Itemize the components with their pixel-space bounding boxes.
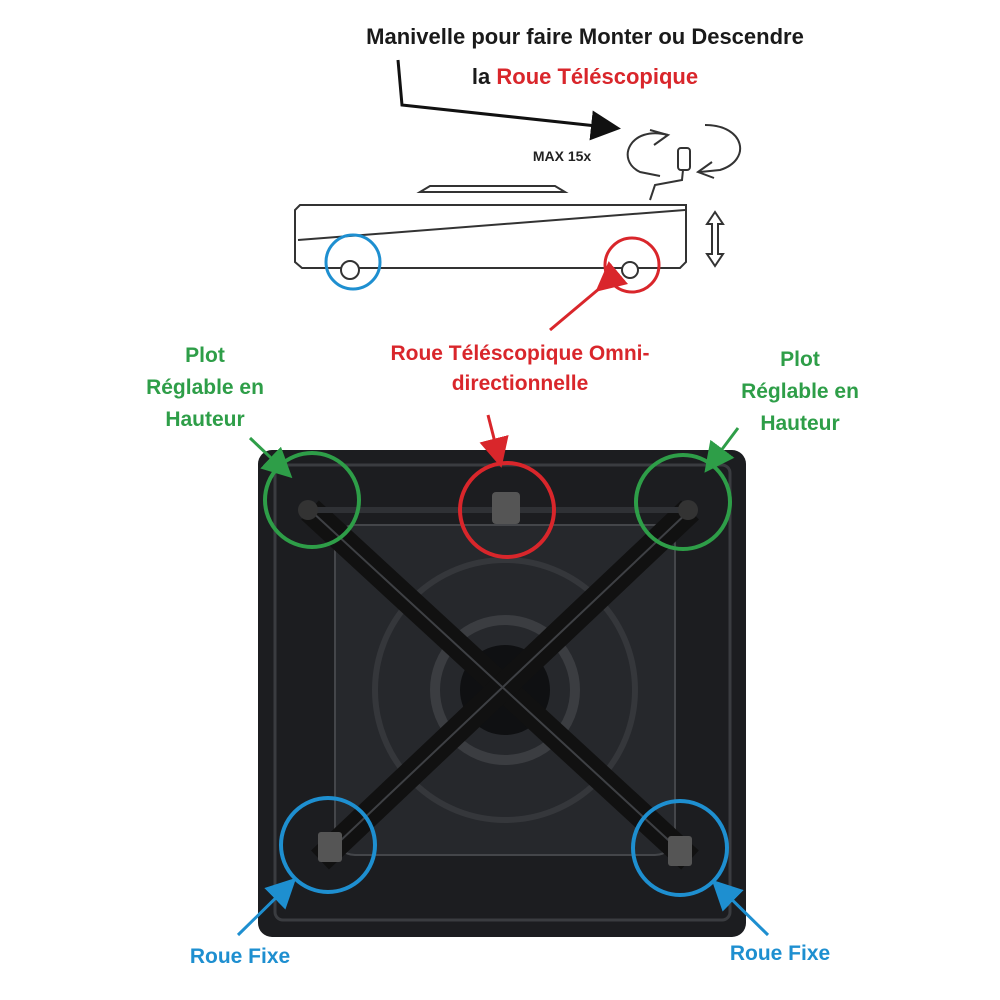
right-fixed-wheel-highlight xyxy=(631,799,729,897)
right-fixed-wheel-label: Roue Fixe xyxy=(729,942,831,965)
crank-pointer-arrow xyxy=(396,59,621,141)
center-wheel-pointer xyxy=(479,414,509,468)
left-plot-label-line: Hauteur xyxy=(165,408,245,431)
left-plot-label-line: Réglable en xyxy=(146,376,264,399)
side-fixed-wheel-highlight xyxy=(324,233,382,291)
right-plot-highlight xyxy=(634,453,732,551)
center-wheel-label-line-2: directionnelle xyxy=(451,372,589,395)
left-plot-pointer xyxy=(248,436,293,479)
right-plot-label: Plot Réglable en Hauteur xyxy=(741,344,859,440)
right-plot-label-line: Hauteur xyxy=(760,412,840,435)
max-turns-label: MAX 15x xyxy=(532,148,592,164)
left-plot-label: Plot Réglable en Hauteur xyxy=(146,340,264,436)
header-line-1: Manivelle pour faire Monter ou Descendre xyxy=(366,24,804,49)
base-bottom-view xyxy=(258,450,746,937)
side-view-base xyxy=(294,147,691,280)
right-plot-label-line: Plot xyxy=(780,348,820,371)
left-fixed-wheel-pointer xyxy=(236,877,297,937)
height-adjust-arrow-icon xyxy=(705,210,725,268)
left-plot-label-line: Plot xyxy=(185,344,225,367)
right-plot-pointer xyxy=(704,427,740,473)
header-line-2-prefix: la xyxy=(471,64,491,89)
left-plot-highlight xyxy=(263,451,361,549)
left-fixed-wheel-highlight xyxy=(279,796,377,894)
right-fixed-wheel-pointer xyxy=(711,879,770,937)
header-line-2: la Roue Téléscopique xyxy=(472,64,698,90)
rotation-arrows-icon xyxy=(626,124,742,179)
right-plot-label-line: Réglable en xyxy=(741,380,859,403)
left-fixed-wheel-label: Roue Fixe xyxy=(189,945,291,968)
telescopic-wheel-pointer xyxy=(549,261,629,332)
header-line-2-highlight: Roue Téléscopique xyxy=(496,64,699,89)
center-wheel-label-line-1: Roue Téléscopique Omni- xyxy=(390,342,650,365)
